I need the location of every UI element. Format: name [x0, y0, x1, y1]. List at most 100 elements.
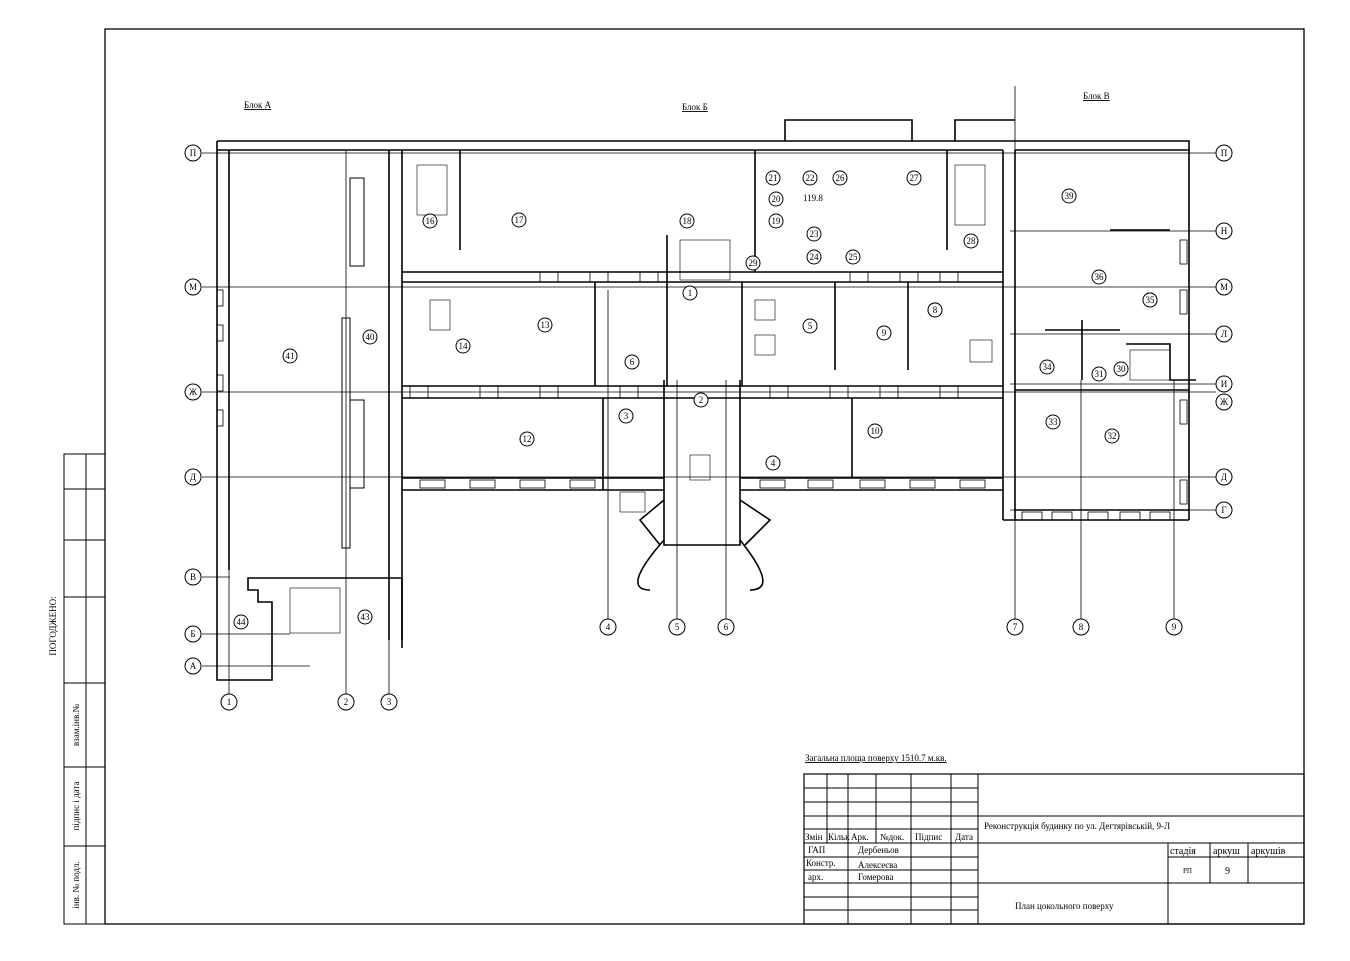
svg-text:3: 3 [624, 411, 629, 421]
svg-text:1: 1 [688, 288, 693, 298]
stamp-header-sheet: Арк. [851, 832, 869, 842]
room-marker-9: 9 [876, 325, 892, 341]
room-marker-28: 28 [963, 233, 979, 249]
replace-inv-label: взам.інв.№ [71, 704, 81, 746]
svg-text:Д: Д [1221, 472, 1227, 482]
svg-text:13: 13 [541, 320, 551, 330]
svg-text:2: 2 [344, 697, 349, 707]
svg-text:35: 35 [1146, 295, 1156, 305]
room-marker-40: 40 [362, 329, 378, 345]
room-marker-34: 34 [1039, 359, 1055, 375]
axis-marker-5: 5 [668, 618, 686, 636]
svg-text:34: 34 [1043, 362, 1053, 372]
axis-marker-v-left: В [184, 568, 202, 586]
axis-number-markers: 1 2 3 4 5 6 7 8 9 [220, 618, 1183, 711]
axis-marker-n-right: Н [1215, 222, 1233, 240]
svg-text:Д: Д [190, 472, 196, 482]
axis-marker-7: 7 [1006, 618, 1024, 636]
room-marker-24: 24 [806, 249, 822, 265]
room-marker-31: 31 [1091, 366, 1107, 382]
svg-text:23: 23 [810, 229, 820, 239]
room-area-label: 119.8 [803, 193, 823, 203]
svg-text:Ж: Ж [1220, 397, 1229, 407]
axis-marker-3: 3 [380, 693, 398, 711]
room-marker-22: 22 [802, 170, 818, 186]
svg-text:М: М [189, 282, 197, 292]
axis-marker-l-right: Л [1215, 325, 1233, 343]
room-marker-35: 35 [1142, 292, 1158, 308]
axis-marker-4: 4 [599, 618, 617, 636]
axis-marker-m-left: М [184, 278, 202, 296]
axis-marker-p-left: П [184, 144, 202, 162]
sheet-value: 9 [1225, 866, 1230, 877]
svg-text:Л: Л [1221, 329, 1227, 339]
svg-text:8: 8 [933, 305, 938, 315]
axis-marker-b-left: Б [184, 625, 202, 643]
svg-text:9: 9 [882, 328, 887, 338]
stamp-role-constr: Констр. [806, 858, 836, 868]
axis-marker-6: 6 [717, 618, 735, 636]
stamp-name-arch: Гомерова [858, 872, 894, 882]
stage-label: стадія [1170, 846, 1196, 857]
axis-marker-p-right: П [1215, 144, 1233, 162]
room-marker-13: 13 [537, 317, 553, 333]
svg-text:8: 8 [1079, 622, 1084, 632]
room-marker-36: 36 [1091, 269, 1107, 285]
room-marker-14: 14 [455, 338, 471, 354]
sheets-label: аркушів [1251, 846, 1286, 857]
axis-marker-zh-left: Ж [184, 383, 202, 401]
room-marker-29: 29 [745, 255, 761, 271]
stamp-name-gap: Дербеньов [858, 845, 899, 855]
left-binding-strip: ПОГОДЖЕНО: інв. № подл. підпис і дата вз… [48, 453, 106, 925]
svg-text:3: 3 [387, 697, 392, 707]
room-marker-1: 1 [682, 285, 698, 301]
room-marker-5: 5 [802, 318, 818, 334]
svg-text:31: 31 [1095, 369, 1104, 379]
axis-marker-g-right: Г [1215, 501, 1233, 519]
room-marker-16: 16 [422, 213, 438, 229]
room-marker-43: 43 [357, 609, 373, 625]
room-marker-33: 33 [1045, 414, 1061, 430]
axis-marker-d-left: Д [184, 468, 202, 486]
svg-text:27: 27 [910, 173, 920, 183]
axis-marker-9: 9 [1165, 618, 1183, 636]
svg-text:43: 43 [361, 612, 371, 622]
room-marker-3: 3 [618, 408, 634, 424]
room-marker-10: 10 [867, 423, 883, 439]
svg-text:36: 36 [1095, 272, 1105, 282]
stamp-header-docnum: №док. [880, 832, 904, 842]
axis-marker-i-right: И [1215, 375, 1233, 393]
svg-text:5: 5 [808, 321, 813, 331]
project-title: Реконструкція будинку по ул. Дегтярівськ… [984, 821, 1170, 831]
svg-text:44: 44 [237, 617, 247, 627]
svg-text:П: П [190, 148, 197, 158]
svg-text:9: 9 [1172, 622, 1177, 632]
svg-text:26: 26 [836, 173, 846, 183]
svg-text:33: 33 [1049, 417, 1059, 427]
title-block-text: Змін Кільк Арк. №док. Підпис Дата ГАП Де… [805, 821, 1286, 911]
stamp-header-change: Змін [805, 832, 823, 842]
room-marker-23: 23 [806, 226, 822, 242]
axis-letter-markers: П М Ж Д В Б А П Н М Л И Ж Д Г [184, 144, 1233, 675]
svg-text:17: 17 [515, 215, 525, 225]
room-marker-39: 39 [1061, 188, 1077, 204]
room-marker-19: 19 [768, 213, 784, 229]
svg-text:6: 6 [630, 357, 635, 367]
svg-text:22: 22 [806, 173, 815, 183]
sign-date-label: підпис і дата [71, 782, 81, 831]
block-b-label: Блок Б [682, 102, 708, 112]
room-marker-12: 12 [519, 431, 535, 447]
svg-text:19: 19 [772, 216, 782, 226]
stamp-header-count: Кільк [828, 832, 850, 842]
axis-marker-1: 1 [220, 693, 238, 711]
room-marker-30: 30 [1113, 361, 1129, 377]
svg-text:Ж: Ж [189, 387, 198, 397]
room-marker-26: 26 [832, 170, 848, 186]
sheet-frame [104, 28, 1305, 925]
room-marker-44: 44 [233, 614, 249, 630]
svg-text:10: 10 [871, 426, 881, 436]
svg-text:В: В [190, 572, 196, 582]
stamp-header-signature: Підпис [915, 832, 942, 842]
room-marker-17: 17 [511, 212, 527, 228]
